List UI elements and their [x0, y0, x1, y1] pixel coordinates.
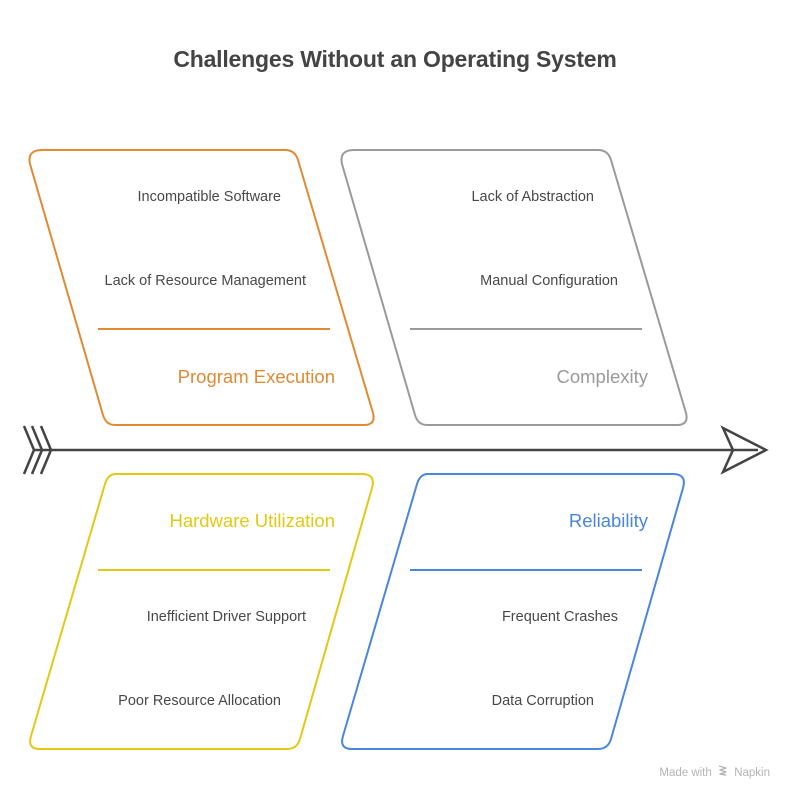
category-label-complexity: Complexity — [556, 366, 649, 387]
category-label-hardware-utilization: Hardware Utilization — [169, 510, 335, 531]
cause-manual-configuration: Manual Configuration — [480, 273, 618, 289]
spine-tail-feather-1 — [22, 425, 36, 475]
spine — [22, 425, 769, 475]
cause-data-corruption: Data Corruption — [491, 693, 594, 709]
cause-inefficient-driver-support: Inefficient Driver Support — [146, 609, 306, 625]
diagram-title: Challenges Without an Operating System — [173, 46, 617, 72]
napkin-logo-icon — [718, 765, 728, 779]
category-label-reliability: Reliability — [568, 510, 648, 531]
cause-incompatible-software: Incompatible Software — [137, 189, 281, 205]
category-frame-complexity — [340, 149, 688, 426]
watermark-brand: Napkin — [734, 767, 770, 779]
category-frame-program-execution — [28, 149, 375, 426]
spine-tail-feather-3 — [39, 425, 53, 475]
cause-poor-resource-allocation: Poor Resource Allocation — [118, 693, 281, 709]
watermark-prefix: Made with — [659, 767, 712, 779]
category-label-program-execution: Program Execution — [177, 366, 335, 387]
category-frame-reliability — [341, 473, 685, 750]
cause-lack-of-abstraction: Lack of Abstraction — [471, 189, 594, 205]
spine-tail-feather-2 — [30, 425, 44, 475]
spine-arrowhead-icon — [720, 425, 769, 475]
watermark[interactable]: Made with Napkin — [659, 765, 770, 779]
cause-frequent-crashes: Frequent Crashes — [501, 609, 618, 625]
category-frame-hardware-utilization — [29, 473, 374, 750]
cause-lack-of-resource-management: Lack of Resource Management — [104, 273, 307, 289]
